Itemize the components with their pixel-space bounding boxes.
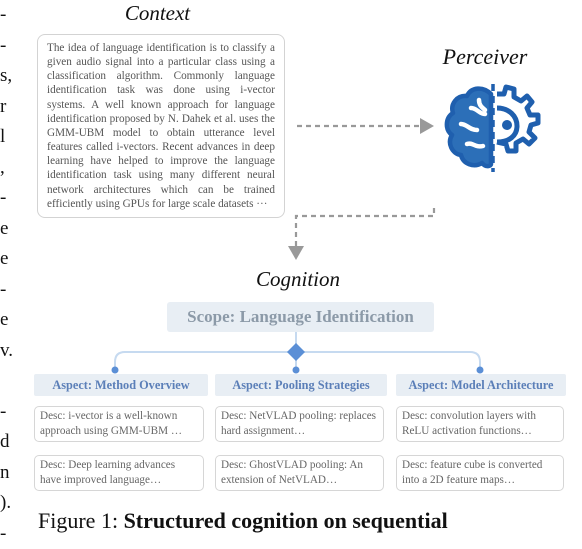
margin-fragment: e <box>0 214 16 245</box>
caption-bold: Structured cognition on sequential <box>124 508 448 533</box>
desc-box: Desc: feature cube is converted into a 2… <box>396 455 564 491</box>
aspect-method-overview: Aspect: Method Overview <box>34 374 208 396</box>
margin-fragment: e <box>0 305 16 336</box>
caption-prefix: Figure 1: <box>38 508 118 533</box>
brain-gear-icon <box>441 80 545 176</box>
desc-box: Desc: Deep learning advances have improv… <box>34 455 204 491</box>
arrowhead-down <box>288 246 304 260</box>
aspect-dot <box>477 367 484 374</box>
margin-fragment: - <box>0 275 16 306</box>
context-box: The idea of language identification is t… <box>37 34 285 218</box>
arrowhead-right <box>420 118 434 134</box>
desc-box: Desc: GhostVLAD pooling: An extension of… <box>215 455 384 491</box>
margin-fragment: s, <box>0 61 16 92</box>
margin-fragment: - <box>0 0 16 31</box>
scope-label: Scope: Language Identification <box>167 302 434 332</box>
margin-fragment: - <box>0 519 16 549</box>
margin-fragment: d <box>0 427 16 458</box>
margin-fragment: e <box>0 244 16 275</box>
margin-fragment: l <box>0 122 16 153</box>
context-title: Context <box>100 0 215 26</box>
cognition-title: Cognition <box>238 265 358 293</box>
figure-caption: Figure 1: Structured cognition on sequen… <box>38 505 448 537</box>
aspect-dot <box>293 367 300 374</box>
branch-diamond <box>287 343 305 361</box>
perceiver-to-cognition-arrow <box>296 208 434 246</box>
margin-fragment: v. <box>0 336 16 367</box>
aspect-dot <box>112 367 119 374</box>
aspect-branch <box>115 352 480 370</box>
desc-box: Desc: i-vector is a well-known approach … <box>34 406 204 442</box>
margin-fragment: , <box>0 153 16 184</box>
margin-fragment: n <box>0 458 16 489</box>
desc-box: Desc: convolution layers with ReLU activ… <box>396 406 564 442</box>
left-column-text-fragments: - - s, r l , - e e - e v. - d n ). - <box>0 0 16 530</box>
context-text: The idea of language identification is t… <box>47 41 275 211</box>
margin-fragment: r <box>0 92 16 123</box>
margin-fragment: - <box>0 397 16 428</box>
desc-box: Desc: NetVLAD pooling: replaces hard ass… <box>215 406 384 442</box>
margin-fragment: - <box>0 183 16 214</box>
margin-fragment <box>0 366 16 397</box>
margin-fragment: ). <box>0 488 16 519</box>
margin-fragment: - <box>0 31 16 62</box>
aspect-model-architecture: Aspect: Model Architecture <box>396 374 566 396</box>
aspect-pooling-strategies: Aspect: Pooling Strategies <box>215 374 387 396</box>
perceiver-title: Perceiver <box>420 43 550 71</box>
